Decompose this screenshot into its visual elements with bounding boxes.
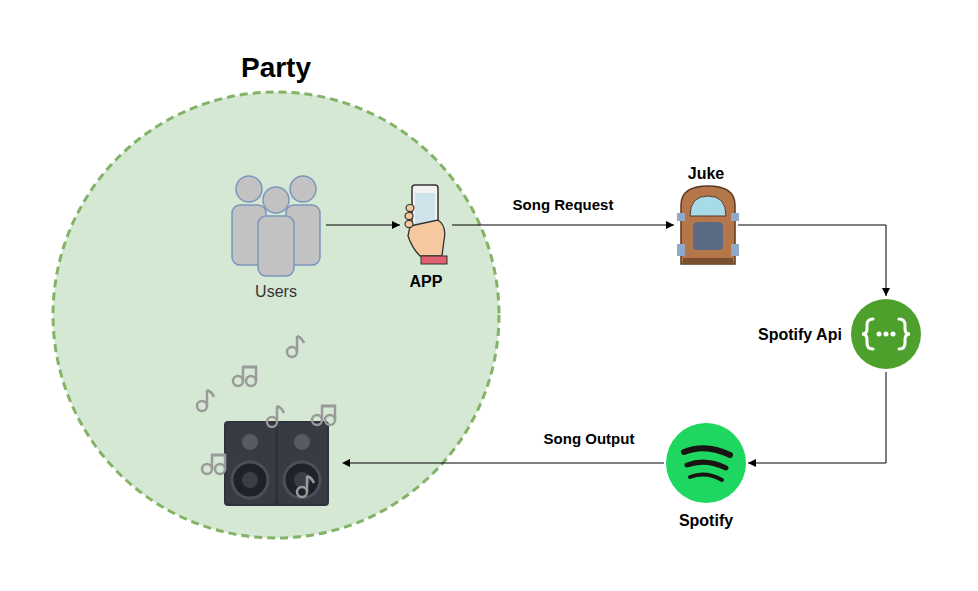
flow-line bbox=[452, 225, 674, 226]
flow-label: Song Output bbox=[542, 430, 637, 448]
api-icon bbox=[851, 299, 921, 369]
jukebox-icon-part bbox=[693, 222, 723, 250]
spotify-logo-part bbox=[690, 475, 722, 480]
spotify-logo-part bbox=[684, 448, 730, 455]
speaker-icon-part bbox=[294, 434, 310, 450]
speaker-icon-part bbox=[284, 462, 320, 498]
region-title: Party bbox=[51, 52, 501, 84]
node-label: APP bbox=[410, 272, 443, 291]
party-circle-outline bbox=[53, 92, 499, 538]
spotify-logo-part bbox=[666, 423, 746, 503]
music-notes-part bbox=[297, 476, 314, 497]
phone-icon-part bbox=[406, 205, 414, 212]
phone-icon-part bbox=[405, 221, 413, 228]
node-label: Juke bbox=[688, 164, 724, 183]
flow-line bbox=[738, 225, 886, 296]
output-arrow-part bbox=[349, 463, 664, 464]
spotify-node: Spotify bbox=[664, 421, 748, 531]
speaker-icon-part bbox=[232, 462, 268, 498]
users-icon bbox=[232, 176, 320, 276]
jukebox-icon-part bbox=[731, 244, 739, 256]
flow-arrow bbox=[738, 225, 890, 296]
app-node: APP bbox=[400, 180, 452, 292]
flow-arrow bbox=[748, 372, 886, 467]
arrow-head bbox=[748, 459, 756, 467]
jukebox-icon-part bbox=[683, 258, 733, 264]
speaker-icon-part bbox=[226, 423, 275, 504]
node-label: Users bbox=[255, 282, 297, 301]
users-icon-part bbox=[263, 187, 289, 213]
api-icon-part bbox=[877, 332, 882, 337]
flow-line bbox=[326, 225, 400, 226]
users-node: Users bbox=[226, 172, 326, 302]
users-icon-part bbox=[236, 176, 262, 202]
phone-icon-part bbox=[421, 256, 447, 264]
api-icon-part bbox=[899, 319, 910, 349]
flow-line bbox=[748, 372, 886, 463]
users-icon-part bbox=[258, 216, 294, 276]
jukebox-icon-part bbox=[681, 186, 735, 264]
speaker-icon-part bbox=[278, 423, 327, 504]
node-label: Spotify bbox=[679, 511, 733, 530]
jukebox-icon bbox=[677, 186, 739, 264]
api-node: Spotify Api bbox=[754, 296, 926, 372]
arrow-head bbox=[666, 221, 674, 229]
jukebox-icon-part bbox=[731, 213, 739, 221]
edge-label: Song Request bbox=[511, 196, 616, 214]
arrow-head bbox=[882, 288, 890, 296]
speaker-icon bbox=[224, 421, 329, 506]
api-icon-part bbox=[851, 299, 921, 369]
party-region: PartyUsers APP bbox=[51, 42, 501, 540]
jukebox-icon-part bbox=[677, 244, 685, 256]
flow-arrow bbox=[452, 221, 674, 229]
speaker-icon-part bbox=[224, 421, 329, 506]
speaker-icon-part bbox=[242, 434, 258, 450]
api-icon-part bbox=[884, 332, 889, 337]
juke-node: Juke bbox=[674, 162, 738, 268]
party-circle bbox=[51, 90, 501, 540]
api-icon-part bbox=[891, 332, 896, 337]
api-icon-part bbox=[862, 319, 873, 349]
users-icon-part bbox=[290, 176, 316, 202]
spotify-logo-part bbox=[687, 462, 726, 468]
spotify-logo bbox=[666, 423, 746, 503]
jukebox-icon-part bbox=[677, 213, 685, 221]
node-label: Spotify Api bbox=[758, 325, 842, 344]
phone-icon-part bbox=[405, 213, 413, 220]
speaker-icon-part bbox=[242, 472, 258, 488]
jukebox-icon-part bbox=[690, 196, 726, 216]
